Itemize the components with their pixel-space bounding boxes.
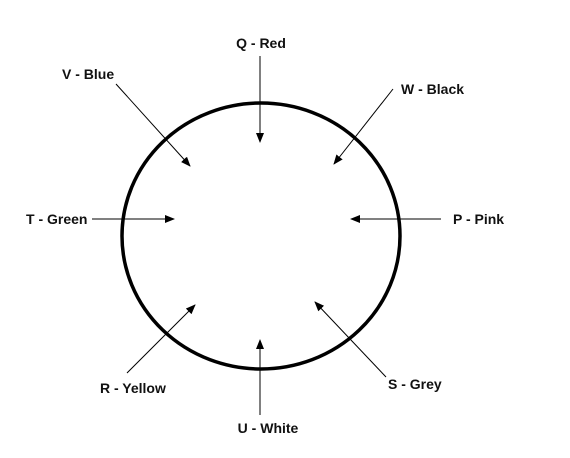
label-p: P - Pink <box>453 211 504 227</box>
arrow-v <box>115 83 191 167</box>
arrow-r <box>126 304 196 374</box>
label-r: R - Yellow <box>100 380 166 396</box>
label-t: T - Green <box>26 211 87 227</box>
label-w: W - Black <box>401 81 464 97</box>
label-v: V - Blue <box>62 66 114 82</box>
label-u: U - White <box>238 420 299 436</box>
arrow-w <box>333 88 394 165</box>
label-s: S - Grey <box>388 376 442 392</box>
arrow-s <box>314 301 387 378</box>
label-q: Q - Red <box>236 35 286 51</box>
table-circle <box>120 101 402 371</box>
